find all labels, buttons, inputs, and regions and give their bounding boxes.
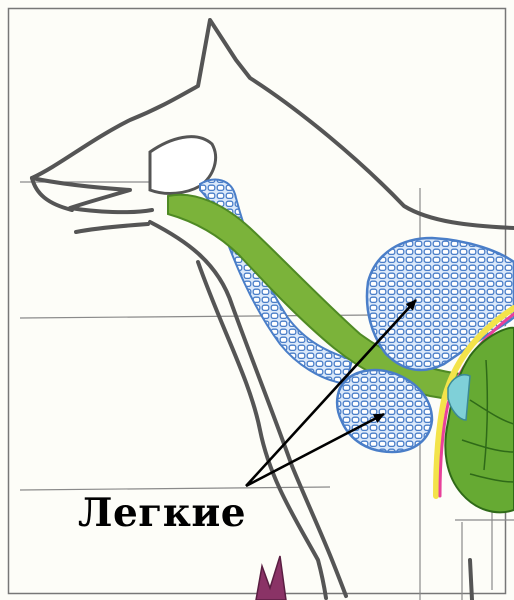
lungs-label: Легкие: [78, 490, 246, 536]
bottom-shape: [256, 556, 286, 600]
